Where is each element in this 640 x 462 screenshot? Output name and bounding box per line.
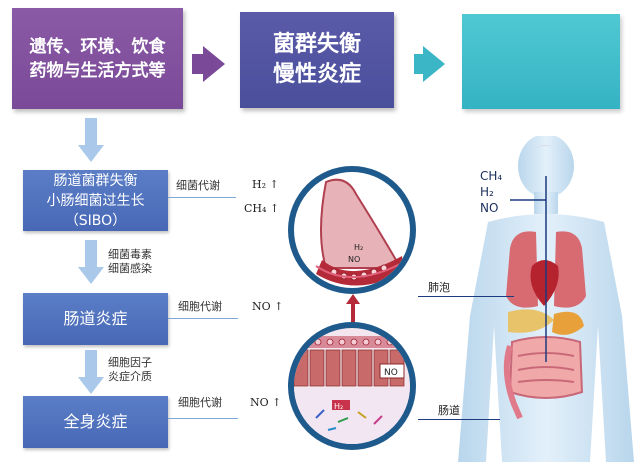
alveoli-no: NO bbox=[348, 255, 360, 264]
cellular-metabolism-label-2: 细胞代谢 bbox=[178, 396, 222, 409]
dysbiosis-line1: 菌群失衡 bbox=[272, 32, 361, 57]
toxin-line1: 细菌毒素 bbox=[108, 248, 152, 261]
alveoli-h2: H₂ bbox=[354, 243, 363, 252]
sibo-line2: 小肠细菌过生长 bbox=[46, 192, 145, 209]
alveoli-pointer bbox=[418, 296, 514, 297]
down-arrow-1 bbox=[78, 118, 104, 162]
dysbiosis-box: 菌群失衡 慢性炎症 bbox=[240, 12, 394, 108]
human-body-illustration bbox=[458, 136, 634, 462]
body-gas-h2: H₂ bbox=[480, 185, 494, 199]
sibo-line1: 肠道菌群失衡 bbox=[53, 172, 138, 189]
sibo-line3: （SIBO） bbox=[64, 212, 127, 229]
outcome-box bbox=[462, 14, 620, 109]
factor-line2: 炎症介质 bbox=[108, 370, 152, 383]
up-arrow-center bbox=[346, 294, 360, 324]
sibo-box: 肠道菌群失衡 小肠细菌过生长 （SIBO） bbox=[23, 170, 168, 231]
systemic-inflammation-text: 全身炎症 bbox=[63, 412, 128, 431]
factor-line1: 细胞因子 bbox=[108, 356, 152, 369]
connector-line-3 bbox=[168, 418, 238, 419]
gut-h2: H₂ bbox=[334, 402, 343, 411]
systemic-inflammation-box: 全身炎症 bbox=[23, 396, 168, 448]
body-gas-no: NO bbox=[480, 201, 499, 215]
alveoli-label: 肺泡 bbox=[428, 281, 450, 294]
cause-line2: 药物与生活方式等 bbox=[29, 60, 166, 81]
bacterial-metabolism-label: 细菌代谢 bbox=[176, 179, 220, 192]
gas-no-2: NO ↑ bbox=[250, 396, 282, 409]
intestine-pointer bbox=[418, 419, 500, 420]
factor-label: 细胞因子 炎症介质 bbox=[108, 356, 152, 384]
gut-no: NO bbox=[384, 368, 398, 378]
cellular-metabolism-label-1: 细胞代谢 bbox=[178, 300, 222, 313]
down-arrow-3 bbox=[78, 350, 104, 394]
down-arrow-2 bbox=[78, 240, 104, 284]
gas-h2: H₂ ↑ bbox=[252, 178, 279, 191]
gut-inflammation-text: 肠道炎症 bbox=[63, 309, 128, 328]
toxin-line2: 细菌感染 bbox=[108, 262, 152, 275]
body-gas-ch4: CH₄ bbox=[480, 169, 503, 183]
dysbiosis-line2: 慢性炎症 bbox=[272, 62, 361, 87]
intestine-illustration: NO H₂ bbox=[288, 322, 416, 450]
body-gas-list: CH₄ H₂ NO bbox=[480, 168, 502, 216]
gut-inflammation-box: 肠道炎症 bbox=[23, 293, 168, 345]
cause-box: 遗传、环境、饮食 药物与生活方式等 bbox=[12, 8, 183, 109]
toxin-label: 细菌毒素 细菌感染 bbox=[108, 248, 152, 276]
gas-ch4: CH₄ ↑ bbox=[244, 202, 280, 215]
connector-line-2 bbox=[168, 318, 238, 319]
connector-line-1 bbox=[168, 197, 236, 198]
gas-no-1: NO ↑ bbox=[252, 300, 284, 313]
alveoli-illustration: H₂ NO bbox=[288, 166, 416, 294]
cause-line1: 遗传、环境、饮食 bbox=[29, 36, 166, 57]
intestine-label: 肠道 bbox=[438, 404, 460, 417]
